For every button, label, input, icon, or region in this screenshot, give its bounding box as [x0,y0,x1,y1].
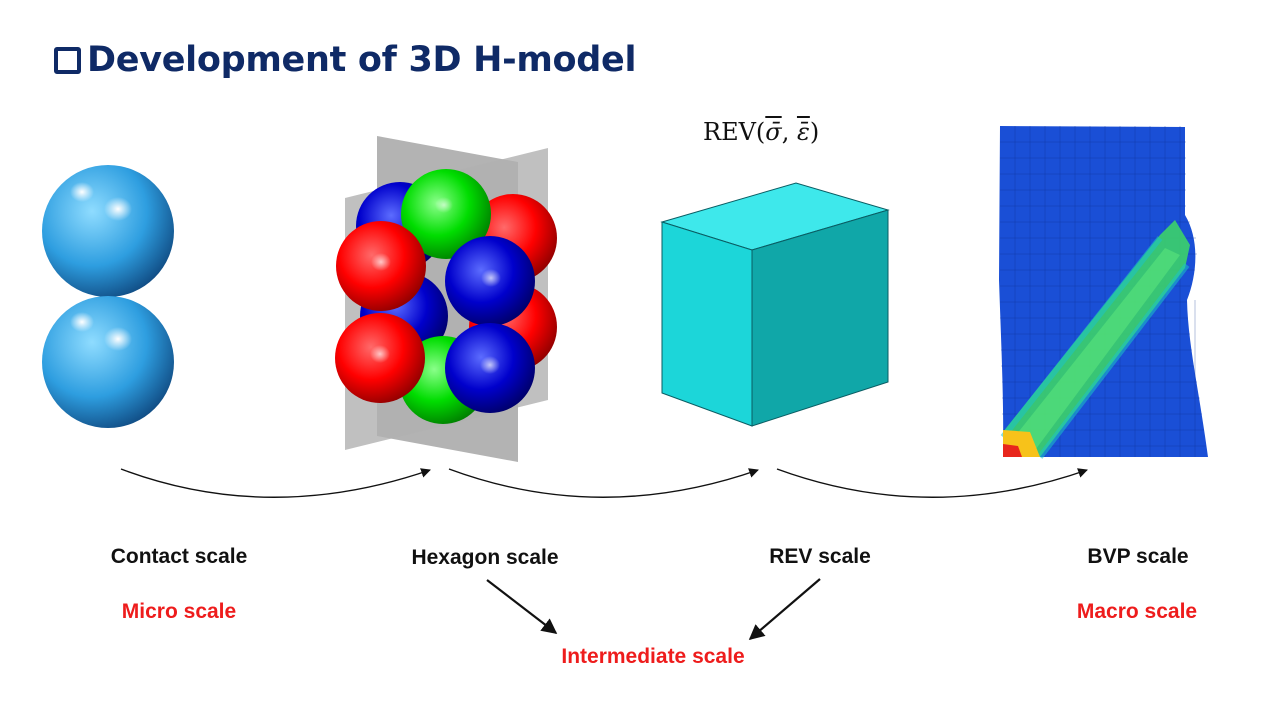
arrow-rev-to-bvp [776,468,1088,498]
arrow-rev-to-intermediate [748,578,821,641]
rev-equation-epsilon: ε̄ [796,118,810,146]
micro-scale-label: Micro scale [121,600,237,623]
intermediate-arrows [486,578,821,641]
shear-band-edge [1000,236,1190,459]
rev-equation-suffix: ) [809,118,820,146]
rev-equation-sigma: σ̄ [765,118,782,146]
strain-peak [1003,444,1022,457]
particle-green [401,169,491,259]
slide-title-text: Development of 3D H-model [87,40,637,80]
particle-highlight [371,253,391,271]
particle-highlight [370,345,390,363]
contact-spheres [42,165,174,428]
sphere-highlight [70,312,94,332]
bvp-specimen [999,126,1208,459]
rev-equation-prefix: REV( [703,118,766,146]
contact-sphere-bottom [42,296,174,428]
slide-title: Development of 3D H-model [54,40,636,80]
rev-equation-separator: , [781,118,797,146]
contact-scale-label: Contact scale [110,545,248,568]
intermediate-scale-label: Intermediate scale [561,645,745,668]
cube-front-face [661,221,753,427]
arrow-hexagon-to-rev [448,468,759,498]
particle-highlight [480,356,500,374]
shear-band-core [1012,248,1180,457]
scale-transition-arrows [120,468,1088,498]
hexagon-assembly [335,136,557,462]
cube-side-face [751,209,889,427]
bvp-scale-label: BVP scale [1087,545,1189,568]
sphere-highlight [104,327,132,351]
macro-scale-label: Macro scale [1076,600,1198,623]
contact-sphere-top [42,165,174,297]
sphere-highlight [104,197,132,221]
rev-equation: REV(σ̄, ε̄) [703,118,819,146]
rev-scale-label: REV scale [769,545,871,568]
sphere-highlight [70,182,94,202]
hexagon-scale-label: Hexagon scale [411,546,559,569]
arrow-contact-to-hexagon [120,468,431,498]
particle-highlight [481,269,501,287]
arrow-hexagon-to-intermediate [486,579,558,634]
particle-highlight [435,197,453,213]
checkbox-bullet-icon [54,46,81,74]
rev-cube [660,182,890,427]
